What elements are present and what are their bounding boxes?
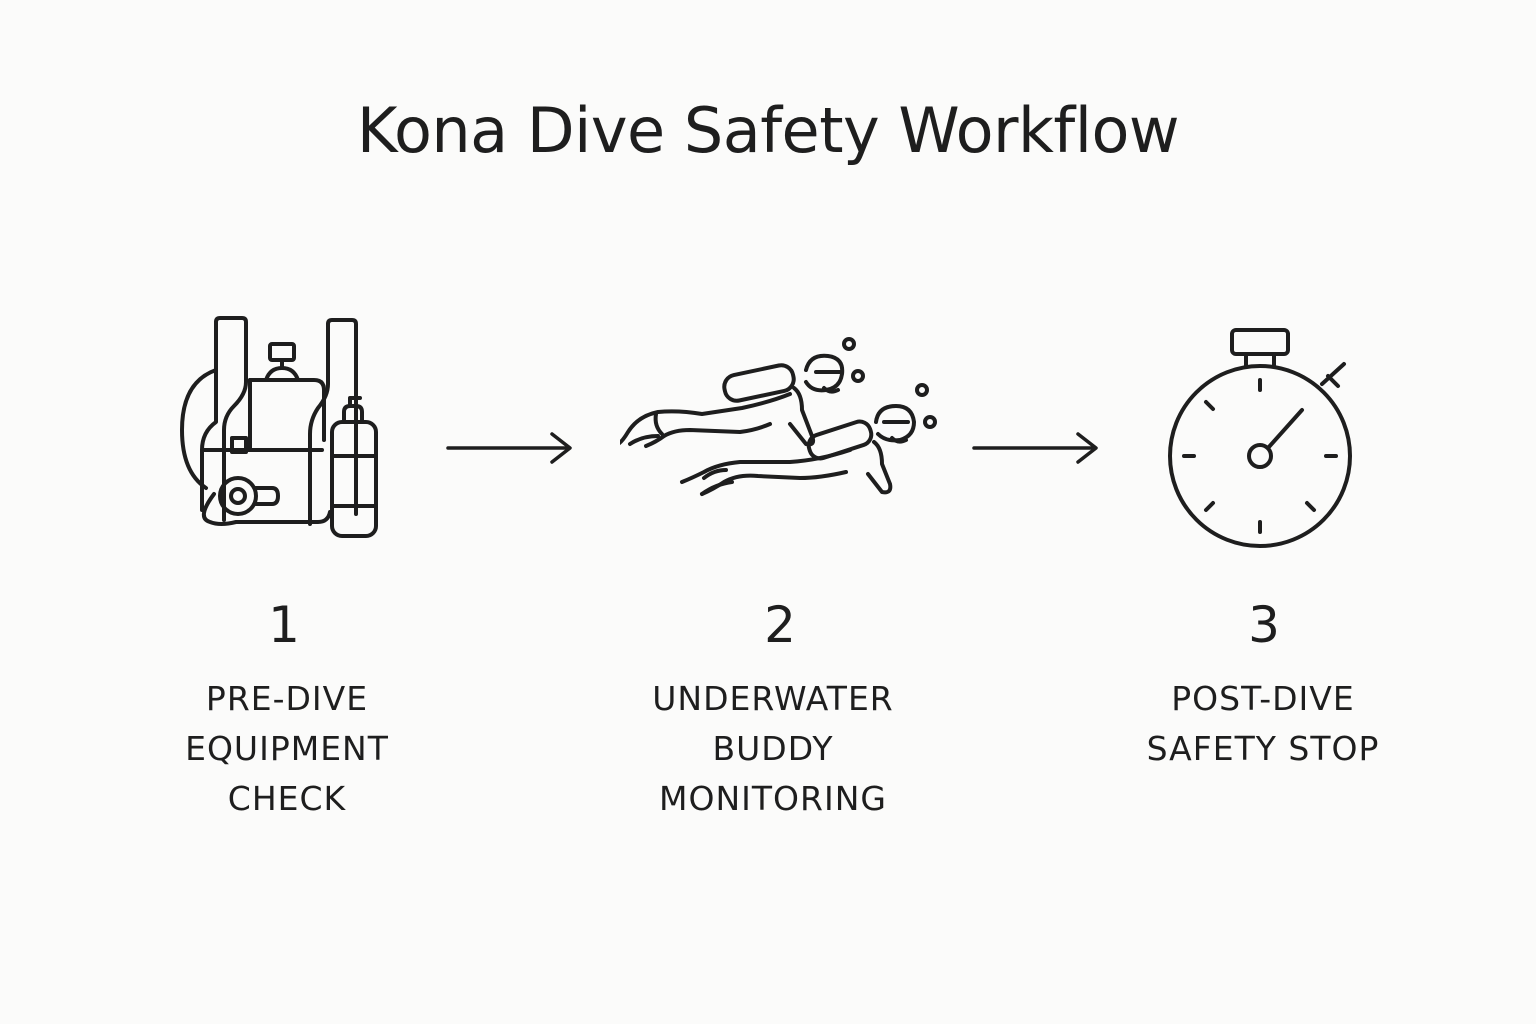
scuba-equipment-icon [170,310,400,550]
diagram-title: Kona Dive Safety Workflow [356,94,1180,167]
divers-icon [620,330,950,510]
step-1-label: PRE-DIVE EQUIPMENT CHECK [185,679,389,818]
step-2-label: UNDERWATER BUDDY MONITORING [652,679,894,818]
step-3-number: 3 [1248,596,1280,654]
step-2-number: 2 [764,596,796,654]
step-3-label: POST-DIVE SAFETY STOP [1146,679,1380,768]
stopwatch-icon [1160,320,1360,552]
arrow-right-icon [972,432,1102,468]
arrow-right-icon [446,432,576,468]
step-1-number: 1 [268,596,300,654]
